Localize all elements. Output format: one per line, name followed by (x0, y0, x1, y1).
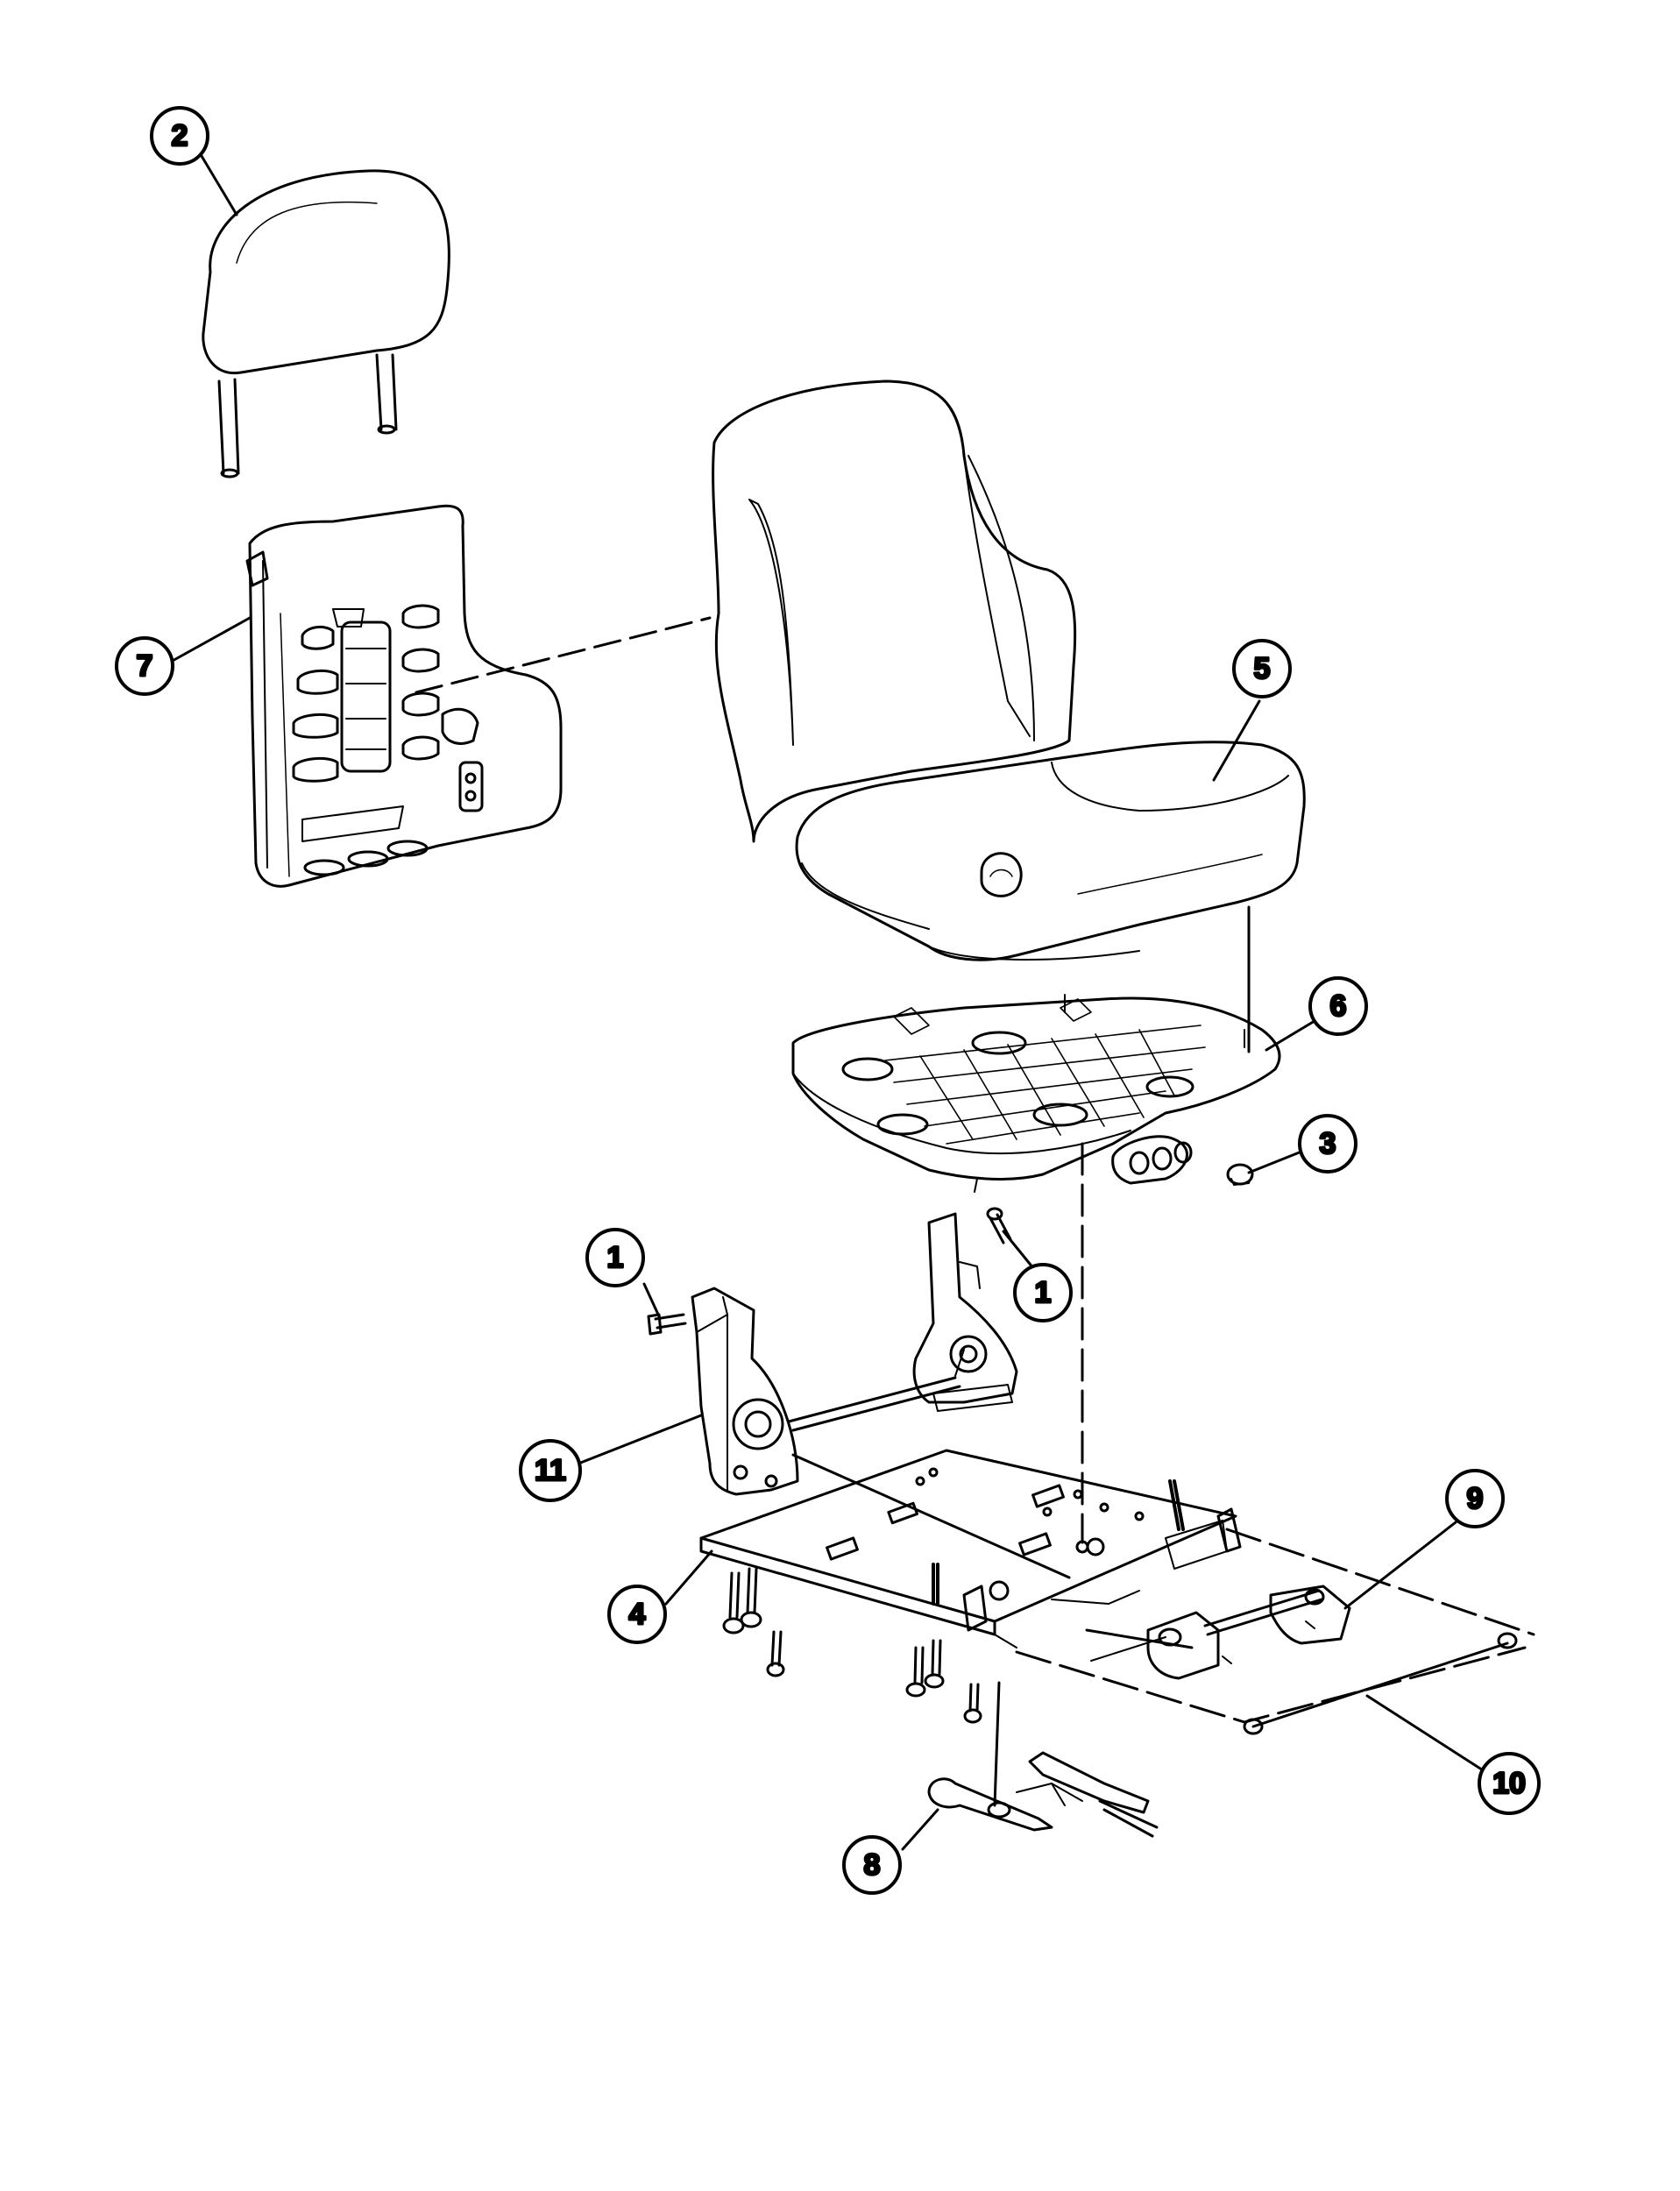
recliner-mechanism (692, 1214, 1069, 1578)
svg-text:1: 1 (607, 1241, 624, 1274)
callout-9: 9 (1445, 1469, 1505, 1528)
callout-11: 11 (519, 1439, 582, 1502)
latch-handle (1091, 1586, 1350, 1678)
svg-text:9: 9 (1467, 1482, 1484, 1515)
callout-1a: 1 (585, 1228, 645, 1287)
release-cable (1244, 1634, 1516, 1734)
bolt-right (988, 1209, 1010, 1243)
svg-text:1: 1 (1035, 1276, 1052, 1309)
cap-plug (1228, 1165, 1252, 1185)
base-bolts (724, 1569, 981, 1722)
svg-text:10: 10 (1492, 1767, 1526, 1800)
svg-text:7: 7 (137, 649, 153, 683)
svg-text:3: 3 (1320, 1127, 1336, 1160)
lever-assembly (929, 1753, 1157, 1836)
headrest (203, 171, 450, 477)
callout-1b: 1 (1013, 1263, 1073, 1322)
callout-4: 4 (607, 1585, 667, 1644)
svg-text:2: 2 (172, 119, 188, 152)
seat-pan (793, 995, 1279, 1192)
callout-6: 6 (1308, 976, 1368, 1036)
svg-text:6: 6 (1330, 989, 1347, 1023)
svg-text:11: 11 (535, 1454, 566, 1487)
callout-7: 7 (115, 636, 174, 696)
seat-back-frame (247, 506, 561, 886)
callout-10: 10 (1478, 1752, 1541, 1815)
bolt-left (649, 1315, 685, 1334)
seat-cushion-assembly (713, 381, 1305, 960)
callout-3: 3 (1298, 1114, 1357, 1173)
callout-5: 5 (1232, 639, 1292, 698)
svg-text:8: 8 (864, 1848, 881, 1882)
svg-text:5: 5 (1254, 652, 1271, 685)
leader-lines (169, 154, 1492, 1851)
callout-8: 8 (842, 1835, 902, 1895)
base-plate (701, 1450, 1240, 1648)
svg-text:4: 4 (629, 1598, 646, 1631)
callout-2: 2 (150, 106, 209, 166)
